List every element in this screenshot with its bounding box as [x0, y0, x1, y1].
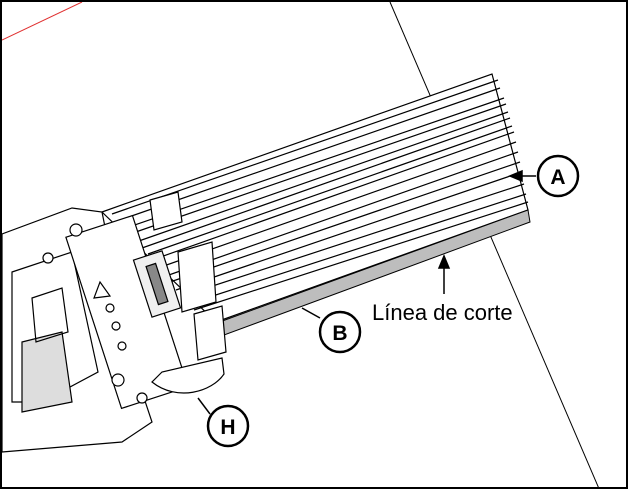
callout-a-label: A — [550, 166, 565, 189]
callout-leaders — [197, 169, 536, 415]
callout-b-label: B — [332, 322, 347, 345]
cut-line-label: Línea de corte — [372, 300, 513, 325]
background-reference-line — [389, 2, 599, 487]
red-reference-line — [2, 2, 83, 41]
callout-h-label: H — [220, 416, 235, 439]
carriage-assembly — [2, 191, 227, 453]
callout-b-circle — [318, 310, 362, 354]
callout-a-circle — [536, 154, 580, 198]
callout-h-circle — [206, 404, 250, 448]
